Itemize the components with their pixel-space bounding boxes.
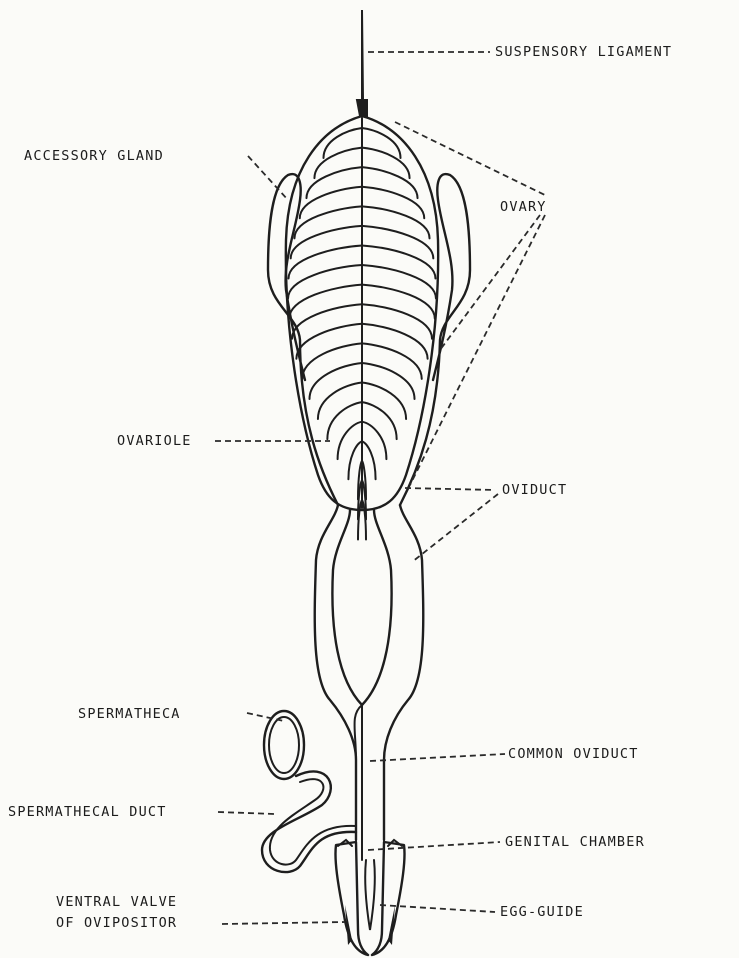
ovariole bbox=[362, 324, 428, 359]
label-suspensory-ligament: SUSPENSORY LIGAMENT bbox=[495, 46, 672, 60]
ovariole bbox=[300, 187, 362, 219]
ovariole bbox=[294, 206, 362, 238]
label-ovariole: OVARIOLE bbox=[117, 435, 192, 449]
accessory-gland-outline-right bbox=[400, 174, 470, 505]
leader-spermathecal-duct bbox=[218, 812, 275, 814]
ovariole bbox=[362, 343, 422, 379]
ovariole bbox=[288, 265, 362, 299]
ovariole bbox=[362, 363, 415, 399]
leader-ovary-3 bbox=[410, 215, 545, 485]
ventral-valve-left bbox=[335, 842, 368, 955]
ovariole bbox=[362, 187, 424, 219]
ovariole bbox=[362, 245, 435, 278]
label-spermathecal-duct: SPERMATHECAL DUCT bbox=[8, 806, 167, 820]
ovariole bbox=[296, 324, 362, 359]
ovariole bbox=[314, 148, 362, 179]
oviduct-wall-right bbox=[384, 505, 423, 840]
egg-guide bbox=[365, 860, 375, 930]
ovariole bbox=[289, 245, 362, 278]
spermathecal-duct-outer bbox=[262, 771, 356, 872]
ovariole bbox=[291, 226, 362, 259]
label-spermatheca: SPERMATHECA bbox=[78, 708, 181, 722]
leader-accessory-gland bbox=[248, 156, 288, 200]
label-ovary: OVARY bbox=[500, 201, 547, 215]
label-oviduct: OVIDUCT bbox=[502, 484, 567, 498]
spermatheca-bulb-inner bbox=[269, 717, 299, 773]
label-egg-guide: EGG-GUIDE bbox=[500, 906, 584, 920]
label-common-oviduct: COMMON OVIDUCT bbox=[508, 748, 639, 762]
ovariole bbox=[309, 363, 362, 399]
label-genital-chamber: GENITAL CHAMBER bbox=[505, 836, 645, 850]
ovariole bbox=[292, 304, 362, 339]
leader-oviduct-2 bbox=[412, 494, 498, 562]
ovariole bbox=[362, 265, 436, 299]
spermathecal-duct-inner bbox=[270, 779, 356, 865]
ovariole bbox=[338, 422, 362, 460]
common-oviduct-inner-left bbox=[355, 705, 363, 760]
leader-ventral-valve bbox=[222, 922, 345, 924]
ovariole bbox=[362, 304, 432, 339]
label-ventral-valve-line2: OF OVIPOSITOR bbox=[56, 917, 177, 931]
leader-common-oviduct bbox=[370, 754, 505, 761]
ventral-valve-right bbox=[372, 842, 405, 955]
label-accessory-gland: ACCESSORY GLAND bbox=[24, 150, 164, 164]
oviduct-lumen bbox=[332, 510, 391, 705]
ovariole bbox=[302, 343, 362, 379]
leader-spermatheca bbox=[247, 713, 284, 721]
ovariole bbox=[289, 285, 362, 319]
suspensory-ligament bbox=[357, 10, 367, 116]
label-ventral-valve-line1: VENTRAL VALVE bbox=[56, 896, 177, 910]
leader-ovary-2 bbox=[440, 215, 540, 350]
leader-oviduct-1 bbox=[405, 488, 495, 490]
ovariole bbox=[362, 148, 410, 179]
ovariole bbox=[362, 206, 430, 238]
ovariole bbox=[362, 285, 435, 319]
ovariole bbox=[362, 422, 386, 460]
ovariole bbox=[362, 226, 433, 259]
